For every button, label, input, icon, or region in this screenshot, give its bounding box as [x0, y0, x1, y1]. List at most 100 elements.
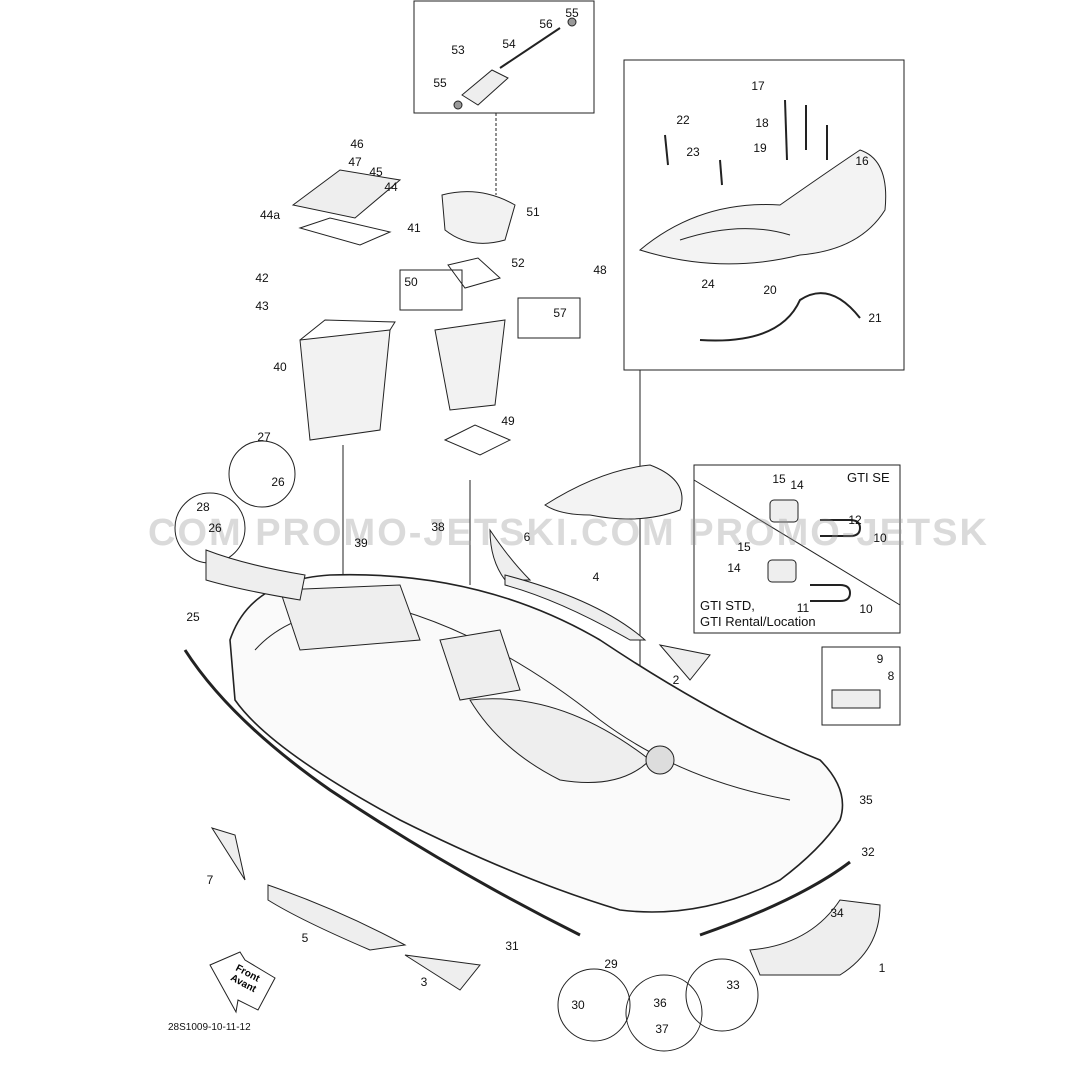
- part-49-seal: [443, 424, 512, 456]
- part-48-bin: [434, 319, 506, 411]
- callout-26: 26: [271, 475, 285, 489]
- callout-6: 6: [523, 530, 531, 544]
- part-6-decal: [489, 528, 532, 581]
- callout-17: 17: [751, 79, 765, 93]
- callout-40: 40: [273, 360, 287, 374]
- callout-48: 48: [593, 263, 607, 277]
- rear-handle-ghost: [544, 464, 683, 520]
- callout-34: 34: [830, 906, 844, 920]
- callout-15b: 15: [737, 540, 751, 554]
- callout-18: 18: [755, 116, 769, 130]
- detail-circle-36-37: [625, 974, 703, 1052]
- callout-8: 8: [887, 669, 895, 683]
- callout-27: 27: [257, 430, 271, 444]
- inset-box-gti: [693, 464, 901, 634]
- part-41-seal: [298, 217, 392, 246]
- callout-3: 3: [420, 975, 428, 989]
- part-2-decal: [658, 644, 711, 681]
- part-51-cover: [441, 191, 516, 244]
- callout-25: 25: [186, 610, 200, 624]
- part-1-decal: [749, 899, 881, 976]
- inset-box-lid: [413, 0, 595, 114]
- label-gti-se: GTI SE: [847, 470, 890, 485]
- part-31-rub-rail: [183, 649, 581, 937]
- callout-44: 44: [384, 180, 398, 194]
- hull-glovebox: [279, 584, 421, 651]
- callout-10: 10: [873, 531, 887, 545]
- callout-42: 42: [255, 271, 269, 285]
- detail-circle-30: [557, 968, 631, 1042]
- callout-12: 12: [848, 513, 862, 527]
- hull-seat-area: [469, 698, 651, 783]
- callout-53: 53: [451, 43, 465, 57]
- part-34-rub-rail: [699, 860, 851, 937]
- part-44-cover: [291, 169, 402, 219]
- callout-41: 41: [407, 221, 421, 235]
- callout-1: 1: [878, 961, 886, 975]
- label-gti-rental: GTI Rental/Location: [700, 614, 816, 629]
- callout-55: 55: [565, 6, 579, 20]
- callout-26b: 26: [208, 521, 222, 535]
- callout-20: 20: [763, 283, 777, 297]
- part-55-nut-b: [567, 17, 577, 27]
- callout-23: 23: [686, 145, 700, 159]
- callout-56: 56: [539, 17, 553, 31]
- callout-9: 9: [876, 652, 884, 666]
- callout-15: 15: [772, 472, 786, 486]
- front-arrow: [209, 951, 276, 1014]
- label-gti-std: GTI STD,: [700, 598, 755, 613]
- callout-51: 51: [526, 205, 540, 219]
- inset-box-50: [399, 269, 463, 311]
- callout-43: 43: [255, 299, 269, 313]
- callout-32: 32: [861, 845, 875, 859]
- callout-28: 28: [196, 500, 210, 514]
- callout-36: 36: [653, 996, 667, 1010]
- callout-55b: 55: [433, 76, 447, 90]
- part-7-decal: [210, 827, 246, 881]
- detail-circle-33: [685, 958, 759, 1032]
- callout-38: 38: [431, 520, 445, 534]
- callout-44a: 44a: [259, 208, 281, 222]
- part-52-seal: [447, 257, 502, 289]
- callout-30: 30: [571, 998, 585, 1012]
- callout-19: 19: [753, 141, 767, 155]
- callout-21: 21: [868, 311, 882, 325]
- callout-11: 11: [796, 601, 810, 615]
- part-21-cable: [699, 292, 861, 342]
- callout-4: 4: [592, 570, 600, 584]
- callout-50: 50: [404, 275, 418, 289]
- callout-37: 37: [655, 1022, 669, 1036]
- part-55-nut: [453, 100, 463, 110]
- callout-5: 5: [301, 931, 309, 945]
- detail-circle-26-27: [228, 440, 296, 508]
- part-54-rod: [499, 27, 561, 69]
- part-16-rear-handle: [638, 149, 887, 265]
- callout-39: 39: [354, 536, 368, 550]
- part-3-decal: [404, 954, 481, 991]
- callout-57: 57: [553, 306, 567, 320]
- callout-46: 46: [350, 137, 364, 151]
- callout-14: 14: [790, 478, 804, 492]
- callout-2: 2: [672, 673, 680, 687]
- inset-box-handle: [623, 59, 905, 371]
- callout-49: 49: [501, 414, 515, 428]
- callout-54: 54: [502, 37, 516, 51]
- callout-22: 22: [676, 113, 690, 127]
- part-5-decal: [267, 884, 407, 951]
- callout-52: 52: [511, 256, 525, 270]
- part-53-lid: [461, 69, 509, 106]
- watermark: COM PROMO-JETSKI.COM PROMO-JETSK: [148, 512, 989, 554]
- part-25-bumper: [205, 549, 306, 601]
- document-code: 28S1009-10-11-12: [168, 1022, 251, 1033]
- callout-45: 45: [369, 165, 383, 179]
- callout-7: 7: [206, 873, 214, 887]
- inset-box-57: [517, 297, 581, 339]
- callout-24: 24: [701, 277, 715, 291]
- callout-10b: 10: [859, 602, 873, 616]
- callout-29: 29: [604, 957, 618, 971]
- part-4-decal: [504, 574, 647, 641]
- callout-31: 31: [505, 939, 519, 953]
- callout-16: 16: [855, 154, 869, 168]
- callout-47: 47: [348, 155, 362, 169]
